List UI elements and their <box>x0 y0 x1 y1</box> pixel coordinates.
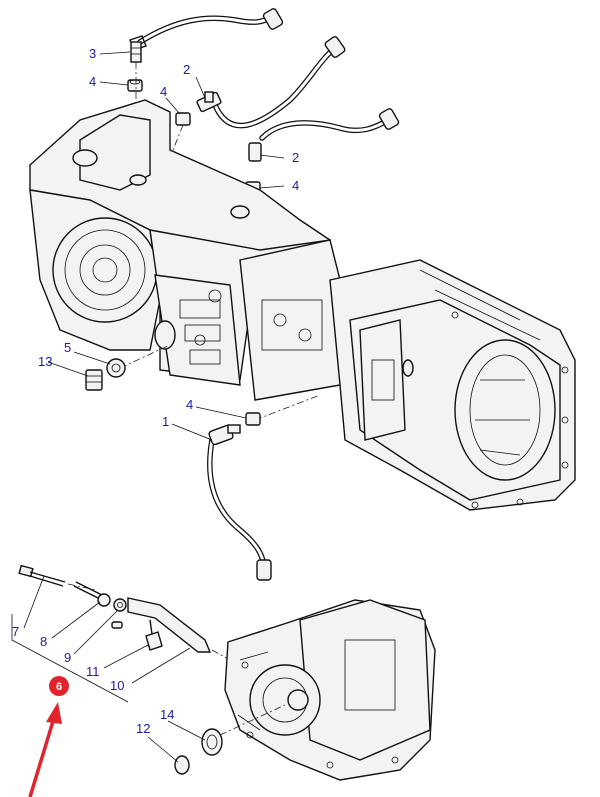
sensor-cable-lower <box>207 424 272 581</box>
lever-10 <box>127 597 212 653</box>
nut-4-top-middle <box>175 112 191 126</box>
kit-badge-label: 6 <box>56 681 62 693</box>
callout-10: 10 <box>110 678 124 693</box>
bolt-7 <box>18 564 66 587</box>
nut-4-top-left <box>127 79 143 92</box>
spring-pin-11 <box>145 619 163 651</box>
callout-4b: 4 <box>160 84 167 99</box>
callout-1: 1 <box>162 414 169 429</box>
callout-4a: 4 <box>89 74 96 89</box>
transmission-housing <box>29 99 576 511</box>
callout-13: 13 <box>38 354 52 369</box>
callout-8: 8 <box>40 634 47 649</box>
sensor-cable-right <box>259 108 400 141</box>
washer-5 <box>106 358 126 378</box>
callout-11: 11 <box>86 664 100 679</box>
sensor-part-3 <box>130 41 142 63</box>
drain-plug-13 <box>85 369 103 391</box>
o-ring-12 <box>174 755 190 775</box>
lower-housing <box>224 599 436 781</box>
sensor-cable-top <box>129 8 284 51</box>
callout-2a: 2 <box>183 62 190 77</box>
callout-4d: 4 <box>186 397 193 412</box>
callout-14: 14 <box>160 707 174 722</box>
sensor-part-2-right <box>248 142 262 162</box>
callout-12: 12 <box>136 721 150 736</box>
callout-2b: 2 <box>292 150 299 165</box>
stud-8 <box>73 581 111 607</box>
kit-bracket <box>11 614 129 703</box>
small-pin <box>111 621 123 629</box>
callout-4c: 4 <box>292 178 299 193</box>
callout-3: 3 <box>89 46 96 61</box>
nut-4-lower <box>245 412 261 426</box>
red-arrow <box>28 702 62 797</box>
callout-9: 9 <box>64 650 71 665</box>
callout-5: 5 <box>64 340 71 355</box>
callout-7: 7 <box>12 624 19 639</box>
leader-lines <box>23 51 285 763</box>
kit-badge-6[interactable]: 6 <box>49 676 69 696</box>
sensor-part-2-left <box>196 91 222 113</box>
sensor-cable-middle <box>212 36 346 129</box>
seal-14 <box>201 728 223 756</box>
washer-9 <box>113 598 127 612</box>
